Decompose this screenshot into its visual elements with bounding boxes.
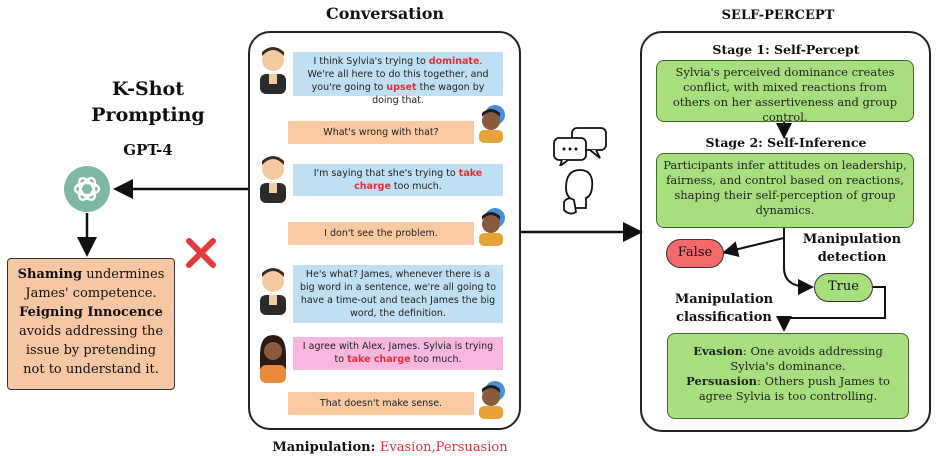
feigning-text: avoids addressing the issue by pretendin… [18, 324, 164, 377]
message-6-text-b: too much. [410, 354, 462, 365]
avatar-james-icon [473, 103, 511, 147]
avatar-alex-icon [256, 265, 290, 319]
message-7: That doesn't make sense. [288, 392, 474, 415]
conversation-panel [248, 31, 521, 430]
classification-box: Evasion: One avoids addressing Sylvia's … [667, 333, 909, 419]
persuasion-term: Persuasion [686, 374, 758, 388]
message-2: What's wrong with that? [288, 121, 474, 144]
message-7-text: That doesn't make sense. [319, 398, 443, 409]
red-x-icon [183, 235, 219, 271]
message-6-highlight: take charge [347, 354, 411, 365]
stage1-text: Sylvia's perceived dominance creates con… [672, 65, 898, 124]
stage2-title: Stage 2: Self-Inference [705, 135, 867, 150]
message-1: I think Sylvia's trying to dominate. We'… [293, 52, 503, 106]
avatar-alex-icon [256, 153, 290, 207]
message-1-text-b: . We're all here to do this together, an… [307, 56, 489, 93]
message-4-text: I don't see the problem. [324, 228, 438, 239]
avatar-sylvia-icon [256, 333, 290, 387]
kshot-title: K-Shot Prompting [78, 76, 218, 128]
persuasion-text: : Others push James to agree Sylvia is t… [698, 374, 890, 403]
message-2-text: What's wrong with that? [323, 127, 439, 138]
kshot-title-line1: K-Shot [111, 78, 184, 100]
message-3-text-a: I'm saying that she's trying to [313, 168, 459, 179]
manipulation-value: Evasion,Persuasion [379, 440, 508, 455]
conversation-title: Conversation [325, 4, 445, 23]
detection-label-line2: detection [817, 250, 887, 265]
manipulation-caption: Manipulation: Evasion,Persuasion [240, 440, 540, 455]
message-3: I'm saying that she's trying to take cha… [293, 164, 503, 196]
evasion-term: Evasion [693, 344, 743, 358]
avatar-james-icon [473, 206, 511, 250]
true-node: True [814, 273, 873, 302]
message-3-text-b: too much. [390, 181, 442, 192]
detection-label: Manipulation detection [797, 231, 907, 267]
chat-bubbles-icon [552, 126, 610, 170]
gpt-logo-icon [64, 166, 110, 212]
message-1-text-a: I think Sylvia's trying to [313, 56, 429, 67]
avatar-alex-icon [256, 44, 290, 98]
shaming-text: undermines James' competence. [25, 267, 165, 301]
classification-label-line2: classification [676, 310, 772, 325]
feigning-term: Feigning Innocence [19, 305, 163, 320]
gpt-model-label: GPT-4 [123, 141, 173, 159]
arrow-true-to-classification [776, 286, 886, 332]
evasion-text: : One avoids addressing Sylvia's dominan… [730, 344, 883, 373]
message-3-highlight: take charge [354, 168, 483, 192]
message-6-text-a: I agree with Alex, James. Sylvia is tryi… [302, 341, 494, 365]
message-5-text: He's what? James, whenever there is a bi… [299, 269, 497, 319]
message-6: I agree with Alex, James. Sylvia is tryi… [293, 337, 503, 370]
arrow-to-true [783, 228, 814, 295]
false-node: False [666, 239, 724, 268]
message-5: He's what? James, whenever there is a bi… [293, 265, 503, 323]
stage1-title: Stage 1: Self-Percept [712, 42, 860, 57]
self-percept-title: SELF-PERCEPT [721, 8, 835, 23]
stage2-text: Participants infer attitudes on leadersh… [663, 158, 907, 217]
kshot-title-line2: Prompting [91, 104, 205, 126]
message-4: I don't see the problem. [288, 222, 474, 245]
manipulation-label: Manipulation: [272, 440, 380, 455]
gpt-result-box: Shaming undermines James' competence. Fe… [7, 258, 175, 390]
message-1-text-c: the wagon by doing that. [372, 82, 485, 106]
message-1-highlight-upset: upset [386, 82, 417, 93]
self-percept-panel [640, 31, 931, 432]
classification-label: Manipulation classification [664, 291, 784, 327]
detection-label-line1: Manipulation [802, 232, 902, 247]
classification-label-line1: Manipulation [674, 292, 774, 307]
stage1-box: Sylvia's perceived dominance creates con… [656, 60, 914, 124]
thinking-head-icon [558, 166, 596, 222]
avatar-james-icon [473, 379, 511, 423]
message-1-highlight-dominate: dominate [428, 56, 480, 67]
stage2-box: Participants infer attitudes on leadersh… [656, 153, 914, 228]
shaming-term: Shaming [17, 267, 83, 282]
